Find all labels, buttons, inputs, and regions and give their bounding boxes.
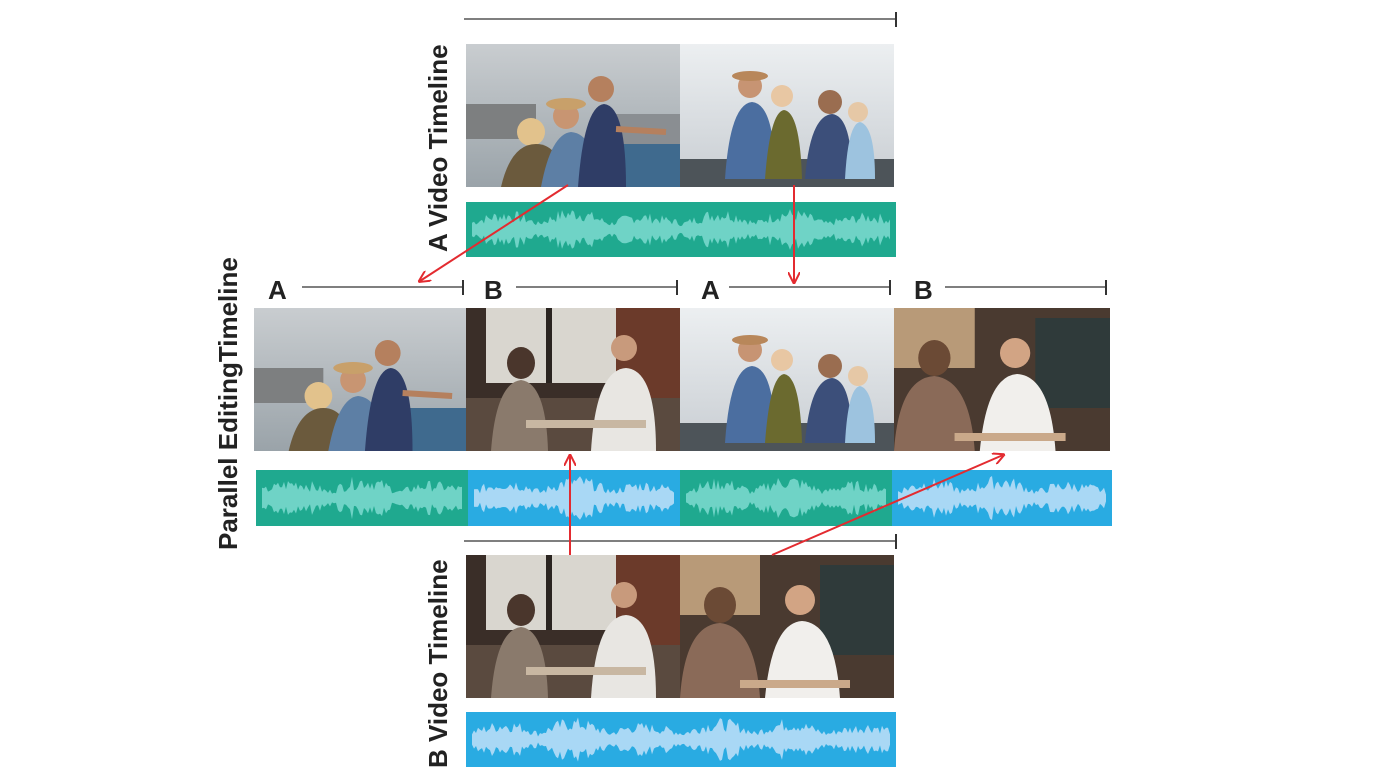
parallel-audio-track-b2 [892, 470, 1112, 526]
waveform [474, 476, 674, 520]
segment-ruler [729, 280, 891, 295]
parallel-a1-thumbnail [254, 308, 466, 451]
parallel-a2-thumbnail [680, 308, 894, 451]
a-timeline-ruler [464, 12, 897, 27]
segment-label: A [701, 275, 720, 305]
parallel-b2-thumbnail [894, 308, 1110, 451]
parallel-b1-thumbnail [466, 308, 680, 451]
a-audio-track [466, 202, 896, 257]
waveform [472, 209, 890, 250]
parallel-audio-track-a1 [256, 470, 468, 526]
waveform [262, 476, 462, 520]
segment-ruler [945, 280, 1107, 295]
a-video-timeline-label: A Video Timeline [423, 44, 453, 252]
segment-label: A [268, 275, 287, 305]
b-video-timeline-label: B Video Timeline [423, 559, 453, 768]
parallel-audio-track-b1 [468, 470, 680, 526]
b-audio-track [466, 712, 896, 767]
b-timeline-ruler [464, 534, 897, 549]
segment-label: B [484, 275, 503, 305]
friends-sitting-thumbnail [680, 44, 894, 187]
segment-ruler [516, 280, 678, 295]
segment-ruler [302, 280, 464, 295]
segment-label: B [914, 275, 933, 305]
waveform [472, 717, 890, 762]
parallel-editing-timeline-label: Parallel EditingTimeline [213, 257, 243, 550]
cafe-smiling-man-thumbnail [680, 555, 894, 698]
parallel-audio-track-a2 [680, 470, 892, 526]
friends-pointing-thumbnail [466, 44, 680, 187]
cafe-conversation-thumbnail [466, 555, 680, 698]
